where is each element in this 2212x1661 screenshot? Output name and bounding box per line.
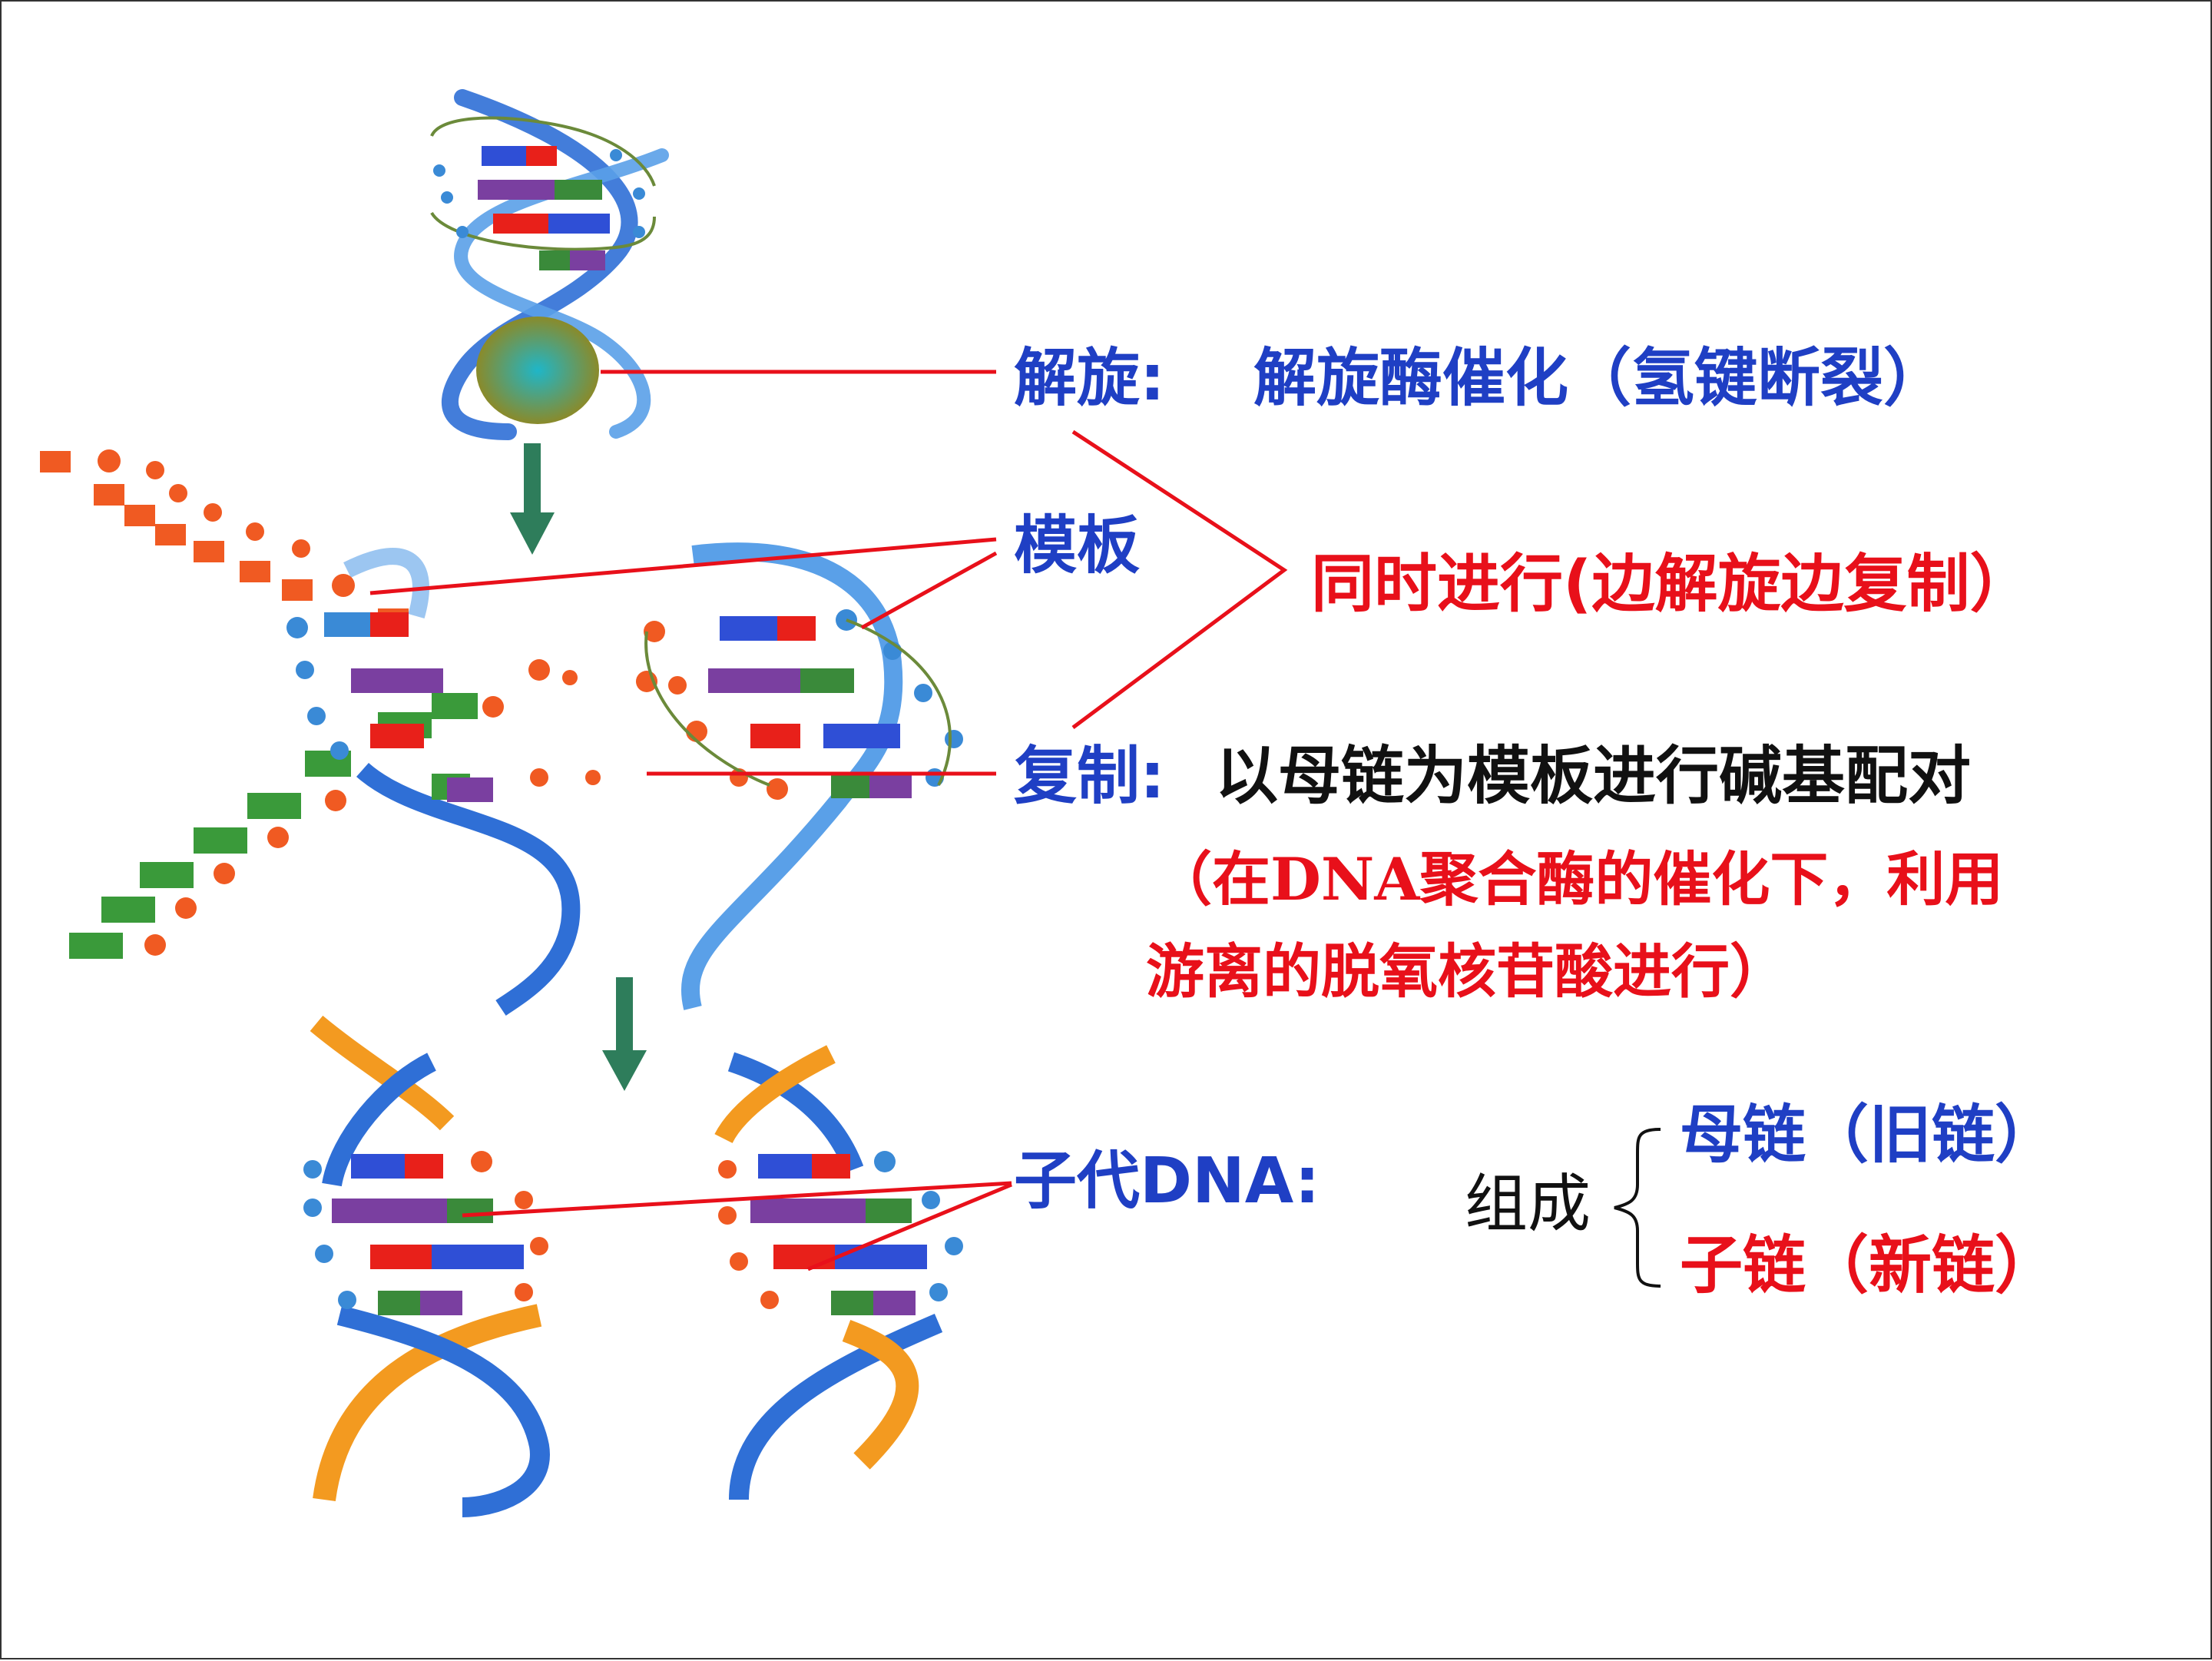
template-label: 模板 <box>1014 509 1141 582</box>
dna-helix-icon <box>303 1016 963 1517</box>
replicate-description: 以母链为模板进行碱基配对 <box>1215 740 1972 813</box>
down-arrow-icon <box>510 443 555 555</box>
condition-line-1: （在DNA聚合酶的催化下，利用 <box>1154 845 2004 913</box>
daughter-strand-label: 子链（新链） <box>1680 1229 2058 1302</box>
parent-strand-label: 母链（旧链） <box>1680 1099 2058 1172</box>
dna-helix-icon <box>40 449 963 1016</box>
down-arrow-icon <box>602 977 647 1091</box>
condition-line-2: 游离的脱氧核苷酸进行） <box>1146 937 1788 1006</box>
enzyme-icon <box>476 317 599 424</box>
unwind-term: 解旋: <box>1014 342 1165 415</box>
composition-brace <box>1614 1128 1661 1288</box>
replicate-term: 复制: <box>1014 740 1165 813</box>
daughter-dna-label: 子代DNA: <box>1014 1145 1320 1218</box>
pointer-lines <box>369 370 1288 1271</box>
composition-label: 组成 <box>1465 1168 1591 1241</box>
simultaneous-label: 同时进行(边解旋边复制） <box>1311 548 2033 621</box>
unwind-description: 解旋酶催化（氢键断裂） <box>1253 342 1947 415</box>
dna-helix-icon <box>430 89 669 440</box>
